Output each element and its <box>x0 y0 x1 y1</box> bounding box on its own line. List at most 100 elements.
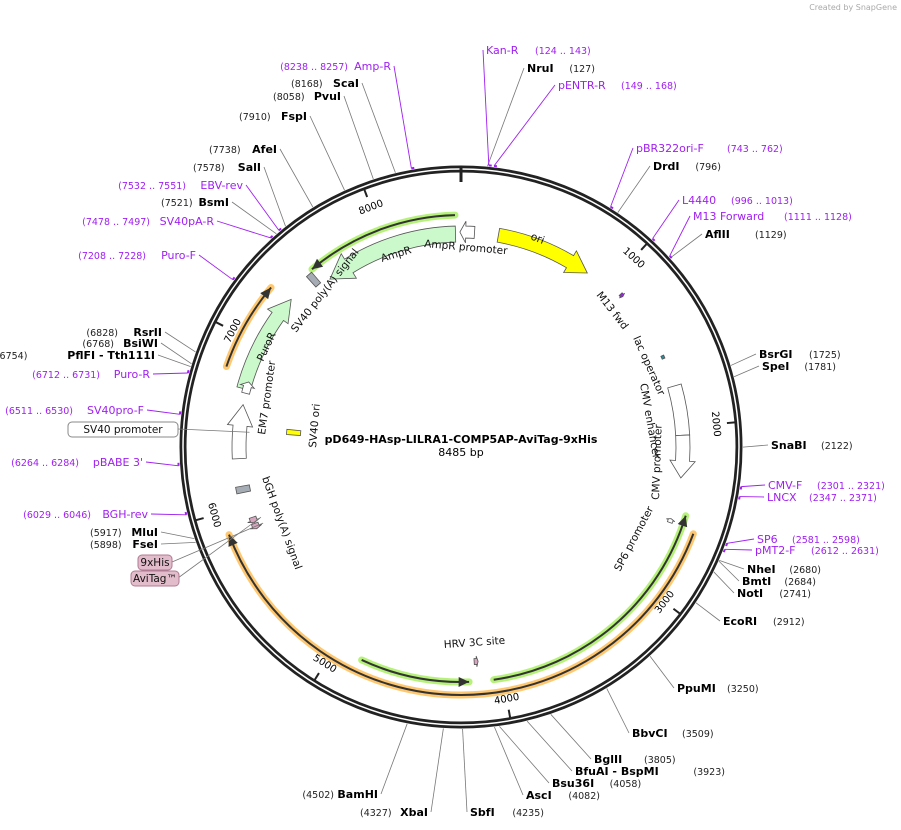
feature-label-sp6-promoter[interactable]: SP6 promoter <box>612 504 657 574</box>
primer-pbr322ori-f[interactable]: pBR322ori-F(743 .. 762) <box>636 142 783 155</box>
enzyme-name[interactable]: EcoRI <box>723 615 757 628</box>
enzyme-site-bfuai-bspmi[interactable]: BfuAI - BspMI(3923) <box>575 765 725 778</box>
feature-cmv-promoter[interactable] <box>669 434 696 479</box>
primer-name[interactable]: Kan-R <box>486 44 519 57</box>
enzyme-site-bsu36i[interactable]: Bsu36I(4058) <box>552 777 641 790</box>
primer-name[interactable]: LNCX <box>767 491 797 504</box>
enzyme-name[interactable]: PflFI - Tth111I <box>67 349 155 362</box>
enzyme-site-asci[interactable]: AscI(4082) <box>526 789 600 802</box>
enzyme-site-spei[interactable]: SpeI(1781) <box>762 360 836 373</box>
enzyme-name[interactable]: NruI <box>527 62 554 75</box>
primer-name[interactable]: SV40pA-R <box>160 215 215 228</box>
feature-label-cmv-promoter[interactable]: CMV promoter <box>650 423 665 500</box>
primer-name[interactable]: pBR322ori-F <box>636 142 704 155</box>
primer-name[interactable]: L4440 <box>682 194 716 207</box>
enzyme-name[interactable]: PpuMI <box>677 682 716 695</box>
enzyme-name[interactable]: FseI <box>132 538 158 551</box>
feature-ori[interactable] <box>496 227 588 274</box>
enzyme-site-fspi[interactable]: FspI(7910) <box>239 110 307 123</box>
enzyme-name[interactable]: SnaBI <box>771 439 807 452</box>
primer-ebv-rev[interactable]: EBV-rev(7532 .. 7551) <box>118 179 243 192</box>
primer-name[interactable]: EBV-rev <box>200 179 243 192</box>
enzyme-site-ecori[interactable]: EcoRI(2912) <box>723 615 805 628</box>
feature-label-sv40-promoter[interactable]: SV40 promoter <box>83 424 163 436</box>
enzyme-name[interactable]: BbvCI <box>632 727 668 740</box>
feature-em7-promoter[interactable] <box>239 381 256 395</box>
enzyme-site-snabi[interactable]: SnaBI(2122) <box>771 439 853 452</box>
feature-sp6-promoter[interactable] <box>666 518 676 524</box>
enzyme-site-bsrgi[interactable]: BsrGI(1725) <box>759 348 841 361</box>
enzyme-name[interactable]: RsrII <box>133 326 162 339</box>
feature-m13-fwd[interactable] <box>618 292 625 299</box>
primer-name[interactable]: Puro-F <box>161 249 196 262</box>
enzyme-site-mlui[interactable]: MluI(5917) <box>90 526 158 539</box>
enzyme-name[interactable]: NotI <box>737 587 763 600</box>
feature-label-ori[interactable]: ori <box>529 231 546 247</box>
enzyme-site-bsmi[interactable]: BsmI(7521) <box>161 196 229 209</box>
enzyme-name[interactable]: AfeI <box>252 143 277 156</box>
enzyme-name[interactable]: DrdI <box>653 160 680 173</box>
feature-cmv-enhancer[interactable] <box>667 383 691 437</box>
primer-sv40pa-r[interactable]: SV40pA-R(7478 .. 7497) <box>82 215 214 228</box>
enzyme-name[interactable]: BamHI <box>337 788 378 801</box>
enzyme-site-fsei[interactable]: FseI(5898) <box>90 538 158 551</box>
enzyme-site-sbfi[interactable]: SbfI(4235) <box>470 806 544 819</box>
enzyme-site-bsiwi[interactable]: BsiWI(6768) <box>82 337 158 350</box>
enzyme-name[interactable]: AscI <box>526 789 552 802</box>
enzyme-site-nrui[interactable]: NruI(127) <box>527 62 595 75</box>
primer-sv40pro-f[interactable]: SV40pro-F(6511 .. 6530) <box>5 404 144 417</box>
enzyme-name[interactable]: BfuAI - BspMI <box>575 765 659 778</box>
enzyme-site-pflfi-tth111i[interactable]: PflFI - Tth111I(6754) <box>0 349 155 362</box>
enzyme-name[interactable]: SpeI <box>762 360 789 373</box>
primer-name[interactable]: M13 Forward <box>693 210 764 223</box>
enzyme-name[interactable]: PvuI <box>314 90 341 103</box>
feature-sv40-poly-a-signal[interactable] <box>305 271 322 288</box>
enzyme-name[interactable]: XbaI <box>400 806 428 819</box>
primer-sp6[interactable]: SP6(2581 .. 2598) <box>757 533 860 546</box>
primer-name[interactable]: pMT2-F <box>755 544 796 557</box>
feature-label-9xhis[interactable]: 9xHis <box>140 557 169 569</box>
primer-name[interactable]: Amp-R <box>354 60 391 73</box>
feature-label-em7-promoter[interactable]: EM7 promoter <box>256 359 278 435</box>
enzyme-name[interactable]: BglII <box>594 753 622 766</box>
feature-ampr-promoter[interactable] <box>459 221 476 244</box>
feature-hrv-3c-site[interactable] <box>473 655 479 667</box>
feature-label-bgh-polya[interactable]: bGH poly(A) signal <box>259 475 304 571</box>
enzyme-site-drdi[interactable]: DrdI(796) <box>653 160 721 173</box>
primer-puro-r[interactable]: Puro-R(6712 .. 6731) <box>32 368 150 381</box>
enzyme-site-aflii[interactable]: AflII(1129) <box>705 228 787 241</box>
feature-bgh-poly-a-signal[interactable] <box>235 484 252 495</box>
enzyme-name[interactable]: SalI <box>238 161 261 174</box>
enzyme-site-pvui[interactable]: PvuI(8058) <box>273 90 341 103</box>
enzyme-name[interactable]: ScaI <box>333 77 359 90</box>
enzyme-name[interactable]: SbfI <box>470 806 495 819</box>
primer-name[interactable]: SV40pro-F <box>87 404 144 417</box>
enzyme-site-sali[interactable]: SalI(7578) <box>193 161 261 174</box>
feature-label-sv40-ori[interactable]: SV40 ori <box>307 403 323 448</box>
primer-name[interactable]: CMV-F <box>768 479 802 492</box>
primer-l4440[interactable]: L4440(996 .. 1013) <box>682 194 793 207</box>
feature-ampr[interactable] <box>329 225 457 280</box>
primer-kan-r[interactable]: Kan-R(124 .. 143) <box>486 44 591 57</box>
feature-puror[interactable] <box>236 298 292 391</box>
primer-cmv-f[interactable]: CMV-F(2301 .. 2321) <box>768 479 885 492</box>
primer-name[interactable]: pENTR-R <box>558 79 606 92</box>
primer-name[interactable]: pBABE 3' <box>93 456 143 469</box>
enzyme-name[interactable]: BsmI <box>199 196 230 209</box>
enzyme-site-bmti[interactable]: BmtI(2684) <box>742 575 816 588</box>
primer-puro-f[interactable]: Puro-F(7208 .. 7228) <box>78 249 196 262</box>
feature-label-hrv3c[interactable]: HRV 3C site <box>443 635 505 651</box>
enzyme-site-noti[interactable]: NotI(2741) <box>737 587 811 600</box>
feature-sv40-ori[interactable] <box>286 428 302 436</box>
primer-bgh-rev[interactable]: BGH-rev(6029 .. 6046) <box>23 508 148 521</box>
primer-pentr-r[interactable]: pENTR-R(149 .. 168) <box>558 79 677 92</box>
enzyme-site-bamhi[interactable]: BamHI(4502) <box>302 788 378 801</box>
enzyme-name[interactable]: AflII <box>705 228 730 241</box>
enzyme-name[interactable]: FspI <box>281 110 307 123</box>
feature-label-avitag[interactable]: AviTag™ <box>133 573 177 585</box>
feature-lac-operator[interactable] <box>660 354 666 360</box>
enzyme-site-scai[interactable]: ScaI(8168) <box>291 77 359 90</box>
enzyme-site-nhei[interactable]: NheI(2680) <box>747 563 821 576</box>
enzyme-name[interactable]: BsiWI <box>123 337 158 350</box>
primer-m13-forward[interactable]: M13 Forward(1111 .. 1128) <box>693 210 852 223</box>
